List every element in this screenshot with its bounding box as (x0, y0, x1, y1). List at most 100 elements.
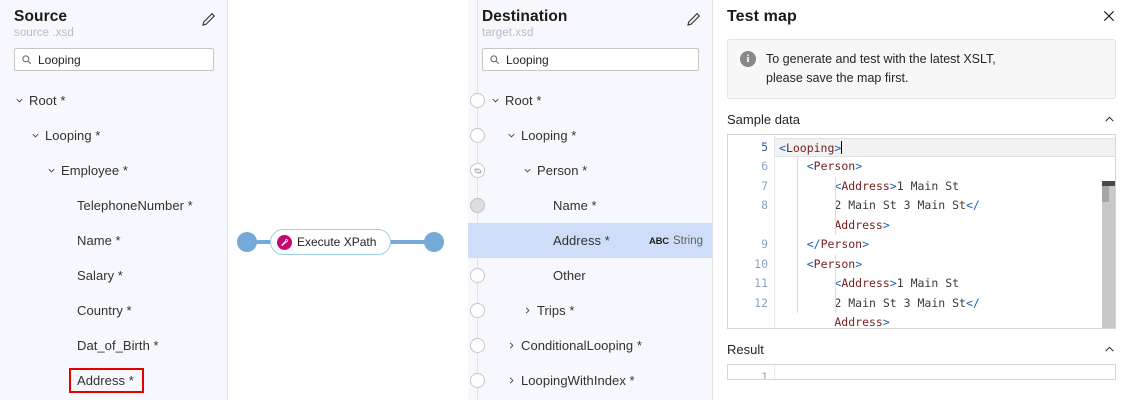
source-panel-header: Source source .xsd (0, 0, 228, 39)
code-line: 2 Main St 3 Main St</ (775, 196, 1115, 216)
tree-node-label: Name * (553, 198, 597, 213)
tree-row[interactable]: Other (468, 258, 713, 293)
result-label: Result (727, 341, 764, 357)
chevron-down-icon[interactable] (30, 130, 41, 141)
tree-node-label: Employee * (61, 163, 128, 178)
line-number: 8 (761, 198, 768, 212)
connection-wire-output (380, 240, 432, 244)
code-token: < (806, 159, 814, 173)
tree-row[interactable]: Trips * (468, 293, 713, 328)
editor-code-area[interactable]: <Looping> <Person> <Address>1 Main St 2 … (774, 134, 1115, 328)
code-token: < (834, 178, 842, 193)
destination-search-box[interactable] (482, 48, 699, 71)
node-input-handle[interactable] (237, 232, 257, 252)
tree-row[interactable]: Looping * (468, 118, 713, 153)
connector-handle[interactable] (470, 198, 485, 213)
destination-tree: Root *Looping *Person * Name * Address *AB… (468, 83, 713, 398)
code-token: < (806, 256, 814, 271)
chevron-right-icon[interactable] (506, 375, 517, 386)
source-edit-pencil-icon[interactable] (200, 10, 218, 28)
result-section-header[interactable]: Result (727, 342, 1116, 357)
destination-link-handle[interactable] (424, 232, 444, 252)
code-line: Address> (775, 313, 1115, 328)
connector-handle[interactable] (470, 373, 485, 388)
xpath-tool-icon (277, 234, 292, 250)
line-number: 10 (754, 256, 768, 271)
tree-row[interactable]: Dat_of_Birth * (0, 328, 228, 363)
tree-node-label: Address * (69, 368, 144, 393)
connector-handle[interactable] (470, 93, 485, 108)
tree-row[interactable]: Country * (0, 293, 228, 328)
connector-handle[interactable] (470, 338, 485, 353)
result-line-numbers: 1 (761, 369, 768, 380)
code-token: > (889, 178, 897, 193)
chevron-down-icon[interactable] (490, 95, 501, 106)
code-line: <Address>1 Main St (775, 177, 1115, 197)
connector-handle[interactable] (470, 268, 485, 283)
chevron-up-icon (1105, 116, 1114, 121)
code-token: 2 Main St 3 Main St (779, 295, 966, 310)
test-map-title: Test map (727, 8, 797, 25)
tree-node-label: Dat_of_Birth * (77, 338, 159, 353)
tree-node-label: Salary * (77, 268, 123, 283)
search-icon (490, 55, 499, 64)
source-schema-panel: Source source .xsd Root *Looping * Employ… (0, 0, 228, 400)
code-line: <Person> (775, 157, 1115, 177)
destination-schema-panel: Destination target.xsd Root *Looping *Pe… (468, 0, 713, 400)
code-token: Address (779, 315, 883, 328)
sample-data-editor[interactable]: 5678910111213 <Looping> <Person> <Addres… (727, 133, 1116, 329)
loop-connector-icon[interactable] (470, 163, 485, 178)
destination-connector-rail (469, 0, 486, 400)
code-token (779, 276, 834, 290)
destination-search-input[interactable] (506, 52, 692, 67)
result-editor[interactable]: 1 (727, 363, 1116, 380)
tree-node-label: Trips * (537, 303, 575, 318)
close-icon[interactable] (1101, 8, 1117, 24)
tree-row[interactable]: Root * (468, 83, 713, 118)
chevron-down-icon[interactable] (506, 130, 517, 141)
tree-row[interactable]: Root * (0, 83, 228, 118)
tree-row[interactable]: Address * (0, 363, 228, 398)
chevron-right-icon[interactable] (506, 340, 517, 351)
editor-vertical-scrollbar[interactable] (1102, 180, 1115, 328)
tree-row[interactable]: Name * (0, 223, 228, 258)
result-code-area[interactable] (774, 364, 1115, 379)
code-token: Address (779, 217, 883, 232)
execute-xpath-label: Execute XPath (297, 235, 377, 249)
source-search-input[interactable] (38, 52, 207, 67)
chevron-down-icon[interactable] (522, 165, 533, 176)
tree-node-label: TelephoneNumber * (77, 198, 193, 213)
code-token: Address (841, 276, 890, 290)
tree-row[interactable]: Salary * (0, 258, 228, 293)
execute-xpath-node[interactable]: Execute XPath (270, 229, 392, 255)
chevron-down-icon[interactable] (46, 165, 57, 176)
chevron-up-icon (1105, 346, 1114, 351)
mapping-canvas[interactable]: Execute XPath (228, 0, 468, 400)
connector-handle[interactable] (470, 128, 485, 143)
search-icon (22, 55, 31, 64)
tree-row[interactable]: LoopingWithIndex * (468, 363, 713, 398)
chevron-right-icon[interactable] (522, 305, 533, 316)
destination-edit-pencil-icon[interactable] (685, 10, 703, 28)
tree-row[interactable]: Name * (468, 188, 713, 223)
tree-node-label: Name * (77, 233, 121, 248)
chevron-down-icon[interactable] (14, 95, 25, 106)
tree-row[interactable]: Person * (468, 153, 713, 188)
code-token (779, 237, 807, 251)
code-token (779, 179, 834, 193)
source-filename: source .xsd (14, 27, 74, 39)
tree-row[interactable]: ConditionalLooping * (468, 328, 713, 363)
tree-row[interactable]: Looping * (0, 118, 228, 153)
sample-data-section-header[interactable]: Sample data (727, 112, 1116, 127)
tree-node-label: ConditionalLooping * (521, 338, 642, 353)
type-abbrev: ABC (648, 235, 669, 247)
connector-handle[interactable] (470, 303, 485, 318)
tree-row[interactable]: TelephoneNumber * (0, 188, 228, 223)
source-search-box[interactable] (14, 48, 214, 71)
line-number: 11 (754, 276, 768, 290)
code-token: > (882, 217, 890, 232)
tree-row[interactable]: Employee * (0, 153, 228, 188)
line-number: 9 (761, 237, 768, 251)
